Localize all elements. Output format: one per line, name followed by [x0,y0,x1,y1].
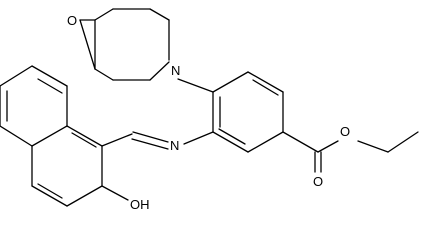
imine-nitrogen-label: N [170,138,179,153]
bond [31,185,68,207]
bond-imine-double [132,131,169,143]
bond [247,71,284,93]
bond-inner [37,183,63,199]
morpholine-oxygen-label: O [67,13,77,28]
naphthalene-ring [0,65,103,207]
morpholine-nitrogen-label: N [171,63,180,78]
bond-c-oh [101,185,129,201]
bond-inner [252,79,279,96]
bond-inner [218,128,246,145]
bond [357,140,389,153]
bond [31,65,68,87]
bond [94,68,114,81]
ester-group [282,131,419,173]
bond [66,185,103,207]
bond-inner [71,132,97,148]
canvas-background [0,0,422,212]
carbonyl-oxygen-label: O [313,174,323,189]
bond [282,131,319,153]
bond [212,131,249,153]
bond-imine-double [131,138,169,150]
bond [0,65,33,87]
bond-o-ring [79,19,96,70]
bond-ch-naphthyl [101,133,133,147]
ester-oxygen-label: O [340,124,350,139]
bond [212,71,249,93]
bond-aryl-imine-n [183,131,214,145]
bond-inner [37,78,63,94]
bond [149,8,170,21]
bond [31,125,68,147]
molecule-structure: N N OH [0,0,422,212]
hydroxyl-label: OH [130,197,150,212]
benzoate-ring [212,71,284,153]
bond [0,125,33,147]
bond-n-aryl [177,78,214,93]
morpholine-ring [94,8,170,81]
bond [387,131,419,153]
bond [66,125,103,147]
bond [94,8,114,21]
bond [149,61,170,81]
bond [317,140,339,153]
bond [247,131,284,153]
